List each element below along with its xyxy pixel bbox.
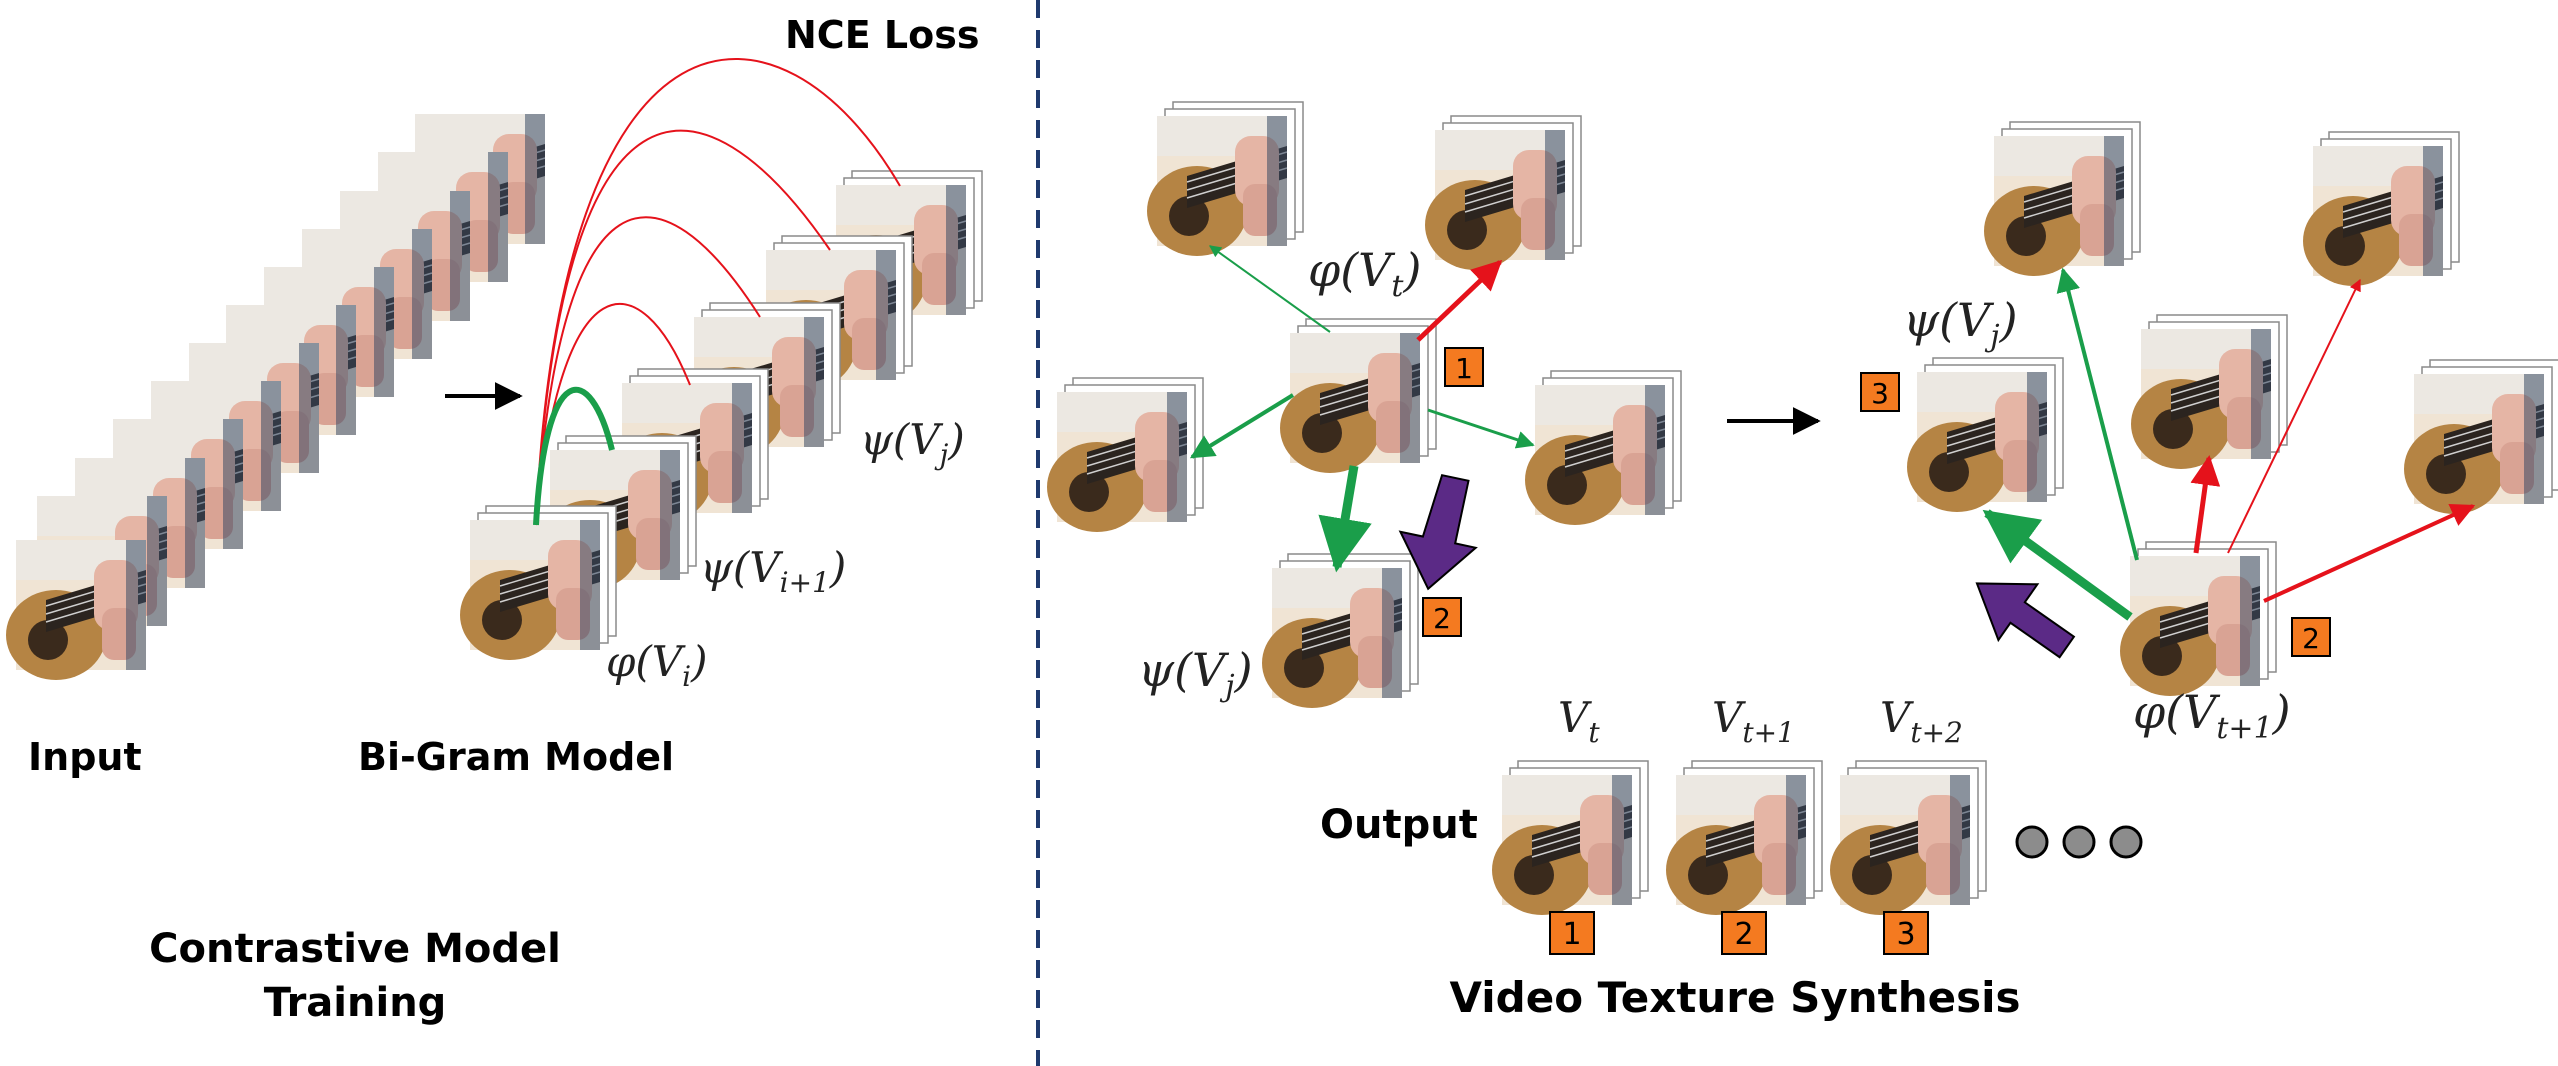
psi-vj-right-label: ψ(Vj): [1903, 293, 2018, 354]
candidate-frame-t1-top-left: [1984, 122, 2140, 276]
continuation-dots: [2015, 825, 2143, 859]
svg-text:2: 2: [2302, 622, 2320, 655]
candidate-frame-right: [1525, 371, 1681, 525]
svg-text:3: 3: [1871, 377, 1889, 410]
candidate-frame-top-right: [1425, 116, 1581, 270]
phi-vt1-label: φ(Vt+1): [2133, 685, 2291, 746]
output-frame-vt1: [1666, 761, 1822, 915]
rank-badge-2-step-t1: 2: [2291, 617, 2331, 657]
vt-label: Vt: [1558, 693, 1600, 749]
bigram-model-label: Bi-Gram Model: [358, 735, 674, 779]
phi-vt-label: φ(Vt): [1308, 243, 1421, 304]
training-label-line1: Contrastive Model: [149, 926, 561, 972]
svg-text:2: 2: [1433, 602, 1451, 635]
output-badge-3: 3: [1883, 911, 1929, 955]
selected-frame-t1: [1907, 358, 2063, 512]
nce-loss-label: NCE Loss: [785, 13, 979, 57]
vt2-label: Vt+2: [1880, 693, 1963, 749]
synthesis-label: Video Texture Synthesis: [1449, 973, 2020, 1022]
candidate-frame-t1-right: [2404, 360, 2558, 514]
rank-badge-1: 1: [1444, 347, 1484, 387]
output-frames: [1492, 761, 1986, 915]
candidate-frame-top-left: [1147, 102, 1303, 256]
selected-frame-bottom: [1262, 554, 1418, 708]
psi-vi1-label: ψ(Vi+1): [700, 543, 846, 599]
candidate-frame-t1-mid: [2131, 315, 2287, 469]
output-label: Output: [1320, 802, 1478, 848]
graph-step-t1: [1907, 122, 2558, 696]
training-label-line2: Training: [264, 980, 447, 1026]
graph-step-t: [1047, 102, 1681, 708]
current-frame-vt1: [2120, 542, 2276, 696]
svg-text:1: 1: [1562, 917, 1581, 952]
rank-badge-3: 3: [1860, 372, 1900, 412]
input-label: Input: [28, 735, 142, 779]
phi-vi-label: φ(Vi): [606, 637, 707, 693]
psi-vj-bottom-label: ψ(Vj): [1138, 643, 1253, 704]
candidate-frame-t1-top-right: [2303, 132, 2459, 286]
output-frame-vt2: [1830, 761, 1986, 915]
output-frame-vt: [1492, 761, 1648, 915]
vt1-label: Vt+1: [1712, 693, 1795, 749]
svg-text:1: 1: [1455, 352, 1473, 385]
nce-loss-edges: [533, 58, 901, 526]
selection-arrow-step-t: [1398, 473, 1478, 591]
rank-badge-2-step-t: 2: [1422, 597, 1462, 637]
current-frame-vt: [1280, 319, 1436, 473]
selection-arrow-step-t1: [1975, 582, 2076, 659]
psi-vj-label: ψ(Vj): [860, 415, 965, 471]
candidate-frame-left: [1047, 378, 1203, 532]
svg-text:3: 3: [1896, 917, 1915, 952]
svg-text:2: 2: [1734, 917, 1753, 952]
output-badge-2: 2: [1721, 911, 1767, 955]
output-badge-1: 1: [1549, 911, 1595, 955]
